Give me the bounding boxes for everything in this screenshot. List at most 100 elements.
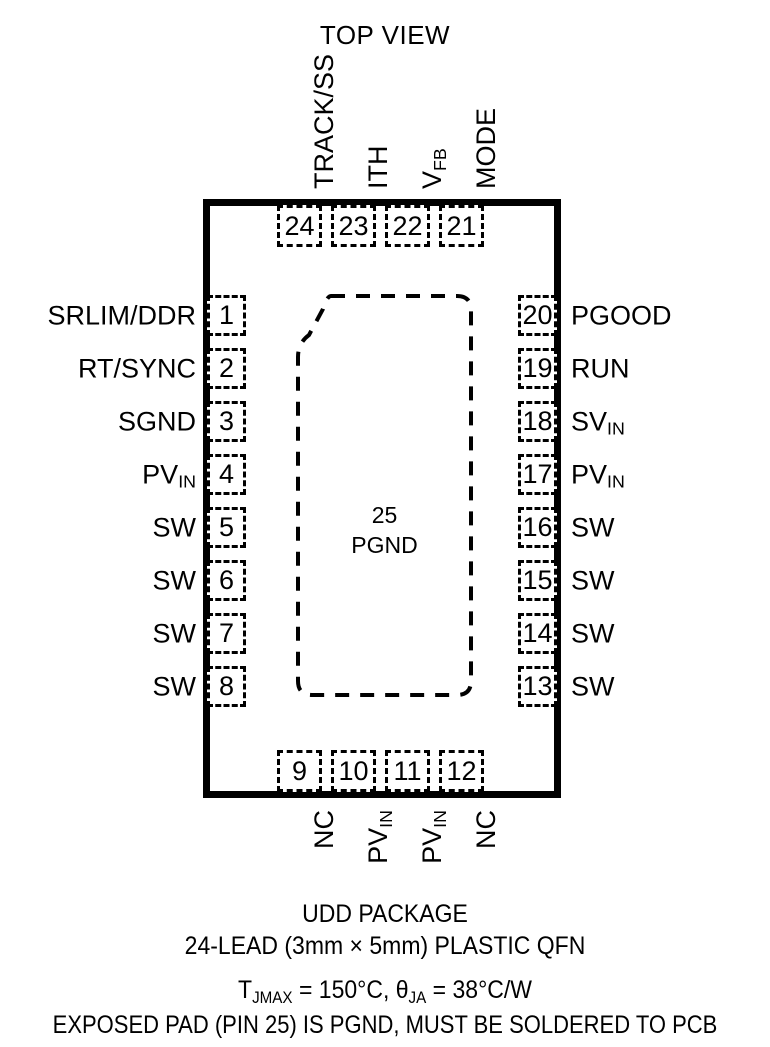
pin-box-19[interactable]: 19 bbox=[518, 348, 557, 389]
pin-number-21: 21 bbox=[446, 210, 477, 241]
tjmax-symbol: T bbox=[238, 976, 253, 1004]
pin-label-right-18-subscript: IN bbox=[607, 418, 625, 439]
pin-number-2: 2 bbox=[218, 353, 235, 383]
pin-label-right-16-text: SW bbox=[571, 512, 615, 542]
pin-box-21[interactable]: 21 bbox=[439, 205, 484, 247]
pin-number-18: 18 bbox=[522, 406, 553, 436]
pin-label-right-17-subscript: IN bbox=[607, 471, 625, 492]
pin-box-14[interactable]: 14 bbox=[518, 613, 557, 654]
tjmax-subscript: JMAX bbox=[252, 988, 293, 1007]
pin-number-9: 9 bbox=[291, 755, 308, 786]
pin-number-15: 15 bbox=[522, 565, 553, 595]
pin-label-left-6: SW bbox=[153, 567, 197, 594]
pin-box-8[interactable]: 8 bbox=[207, 666, 246, 707]
pin-label-right-15: SW bbox=[571, 567, 615, 594]
exposed-pad-outline: 25 PGND bbox=[296, 294, 473, 697]
pin-label-top-22: VFB bbox=[416, 148, 450, 189]
pin-label-bottom-11-text: PV bbox=[416, 827, 447, 864]
caption-line-leadcount: 24-LEAD (3mm × 5mm) PLASTIC QFN bbox=[184, 932, 586, 960]
pin-label-bottom-10-subscript: IN bbox=[375, 810, 396, 828]
pin-number-6: 6 bbox=[218, 565, 235, 595]
pin-box-24[interactable]: 24 bbox=[277, 205, 322, 247]
pin-label-left-8-text: SW bbox=[152, 671, 197, 701]
caption-line-exposed-pad-note: EXPOSED PAD (PIN 25) IS PGND, MUST BE SO… bbox=[52, 1011, 718, 1039]
pin-box-20[interactable]: 20 bbox=[518, 295, 557, 336]
pin-box-1[interactable]: 1 bbox=[207, 295, 246, 336]
pin-label-bottom-10: PVIN bbox=[362, 810, 396, 864]
theta-ja-value: = 38°C/W bbox=[426, 976, 532, 1004]
pin-label-bottom-9: NC bbox=[308, 810, 339, 849]
pin-label-bottom-11: PVIN bbox=[416, 810, 450, 864]
pin-label-bottom-11-subscript: IN bbox=[429, 810, 450, 828]
pin-label-right-20-text: PGOOD bbox=[571, 300, 672, 330]
pin-label-left-8: SW bbox=[153, 673, 197, 700]
pin-label-right-13: SW bbox=[571, 673, 615, 700]
pin-label-left-3-text: SGND bbox=[117, 406, 196, 436]
pin-box-9[interactable]: 9 bbox=[277, 750, 322, 792]
pin-box-18[interactable]: 18 bbox=[518, 401, 557, 442]
pin-label-bottom-10-text: PV bbox=[362, 827, 393, 864]
pin-box-15[interactable]: 15 bbox=[518, 560, 557, 601]
pin-number-14: 14 bbox=[522, 618, 553, 648]
pin-number-24: 24 bbox=[284, 210, 315, 241]
pin-number-12: 12 bbox=[446, 755, 477, 786]
pin-label-right-19-text: RUN bbox=[571, 353, 630, 383]
pin-number-11: 11 bbox=[393, 755, 422, 786]
pin-label-right-18: SVIN bbox=[571, 406, 625, 438]
pin-box-5[interactable]: 5 bbox=[207, 507, 246, 548]
pin-label-right-13-text: SW bbox=[571, 671, 615, 701]
pin-box-23[interactable]: 23 bbox=[331, 205, 376, 247]
pin-box-3[interactable]: 3 bbox=[207, 401, 246, 442]
pin-label-left-5: SW bbox=[153, 514, 197, 541]
pin-number-23: 23 bbox=[338, 210, 369, 241]
caption-line-package: UDD PACKAGE bbox=[302, 900, 468, 928]
pin-box-4[interactable]: 4 bbox=[207, 454, 246, 495]
pin-box-7[interactable]: 7 bbox=[207, 613, 246, 654]
caption-line-thermal: TJMAX = 150°C, θJA = 38°C/W bbox=[31, 974, 739, 1009]
caption-block: UDD PACKAGE 24-LEAD (3mm × 5mm) PLASTIC … bbox=[0, 898, 770, 1041]
pin-label-bottom-12: NC bbox=[470, 810, 501, 849]
pin-label-top-21-text: MODE bbox=[470, 108, 501, 189]
pin-label-top-22-text: V bbox=[416, 170, 447, 189]
pin-number-10: 10 bbox=[338, 755, 369, 786]
pin-label-bottom-9-text: NC bbox=[308, 810, 339, 849]
pin-number-3: 3 bbox=[218, 406, 235, 436]
pin-label-left-4: PVIN bbox=[142, 459, 196, 491]
theta-ja-subscript: JA bbox=[408, 988, 427, 1007]
pin-box-12[interactable]: 12 bbox=[439, 750, 484, 792]
pin-label-left-3: SGND bbox=[118, 408, 196, 435]
pin-box-2[interactable]: 2 bbox=[207, 348, 246, 389]
pin-label-right-16: SW bbox=[571, 514, 615, 541]
pin-box-6[interactable]: 6 bbox=[207, 560, 246, 601]
pin-number-5: 5 bbox=[218, 512, 235, 542]
pin-number-4: 4 bbox=[218, 459, 235, 489]
pin-number-16: 16 bbox=[522, 512, 553, 542]
pin-label-right-14: SW bbox=[571, 620, 615, 647]
pin-label-left-5-text: SW bbox=[152, 512, 197, 542]
package-body-outline bbox=[203, 199, 561, 798]
pin-label-right-18-text: SV bbox=[571, 406, 608, 436]
pin-box-17[interactable]: 17 bbox=[518, 454, 557, 495]
pin-label-right-17: PVIN bbox=[571, 461, 625, 491]
pin-box-13[interactable]: 13 bbox=[518, 666, 557, 707]
pin-label-right-15-text: SW bbox=[571, 565, 615, 595]
pin-label-left-1-text: SRLIM/DDR bbox=[47, 300, 196, 330]
pin-label-right-20: PGOOD bbox=[571, 302, 672, 329]
pin-box-11[interactable]: 11 bbox=[385, 750, 430, 792]
pin-box-10[interactable]: 10 bbox=[331, 750, 376, 792]
pin-label-left-7: SW bbox=[153, 620, 197, 647]
exposed-pad-label: 25 PGND bbox=[351, 502, 418, 558]
pin-label-bottom-12-text: NC bbox=[470, 810, 501, 849]
pin-label-left-2: RT/SYNC bbox=[78, 355, 196, 382]
pin-label-left-4-text: PV bbox=[142, 459, 179, 489]
pin-box-22[interactable]: 22 bbox=[385, 205, 430, 247]
pin-label-top-21: MODE bbox=[470, 108, 501, 189]
pin-label-top-24: TRACK/SS bbox=[309, 54, 339, 189]
pin-box-16[interactable]: 16 bbox=[518, 507, 557, 548]
pin-number-1: 1 bbox=[218, 300, 235, 330]
pin-label-left-7-text: SW bbox=[152, 618, 197, 648]
pin-number-7: 7 bbox=[218, 618, 235, 648]
pin-label-top-22-subscript: FB bbox=[429, 148, 450, 171]
pin-number-20: 20 bbox=[522, 300, 553, 330]
